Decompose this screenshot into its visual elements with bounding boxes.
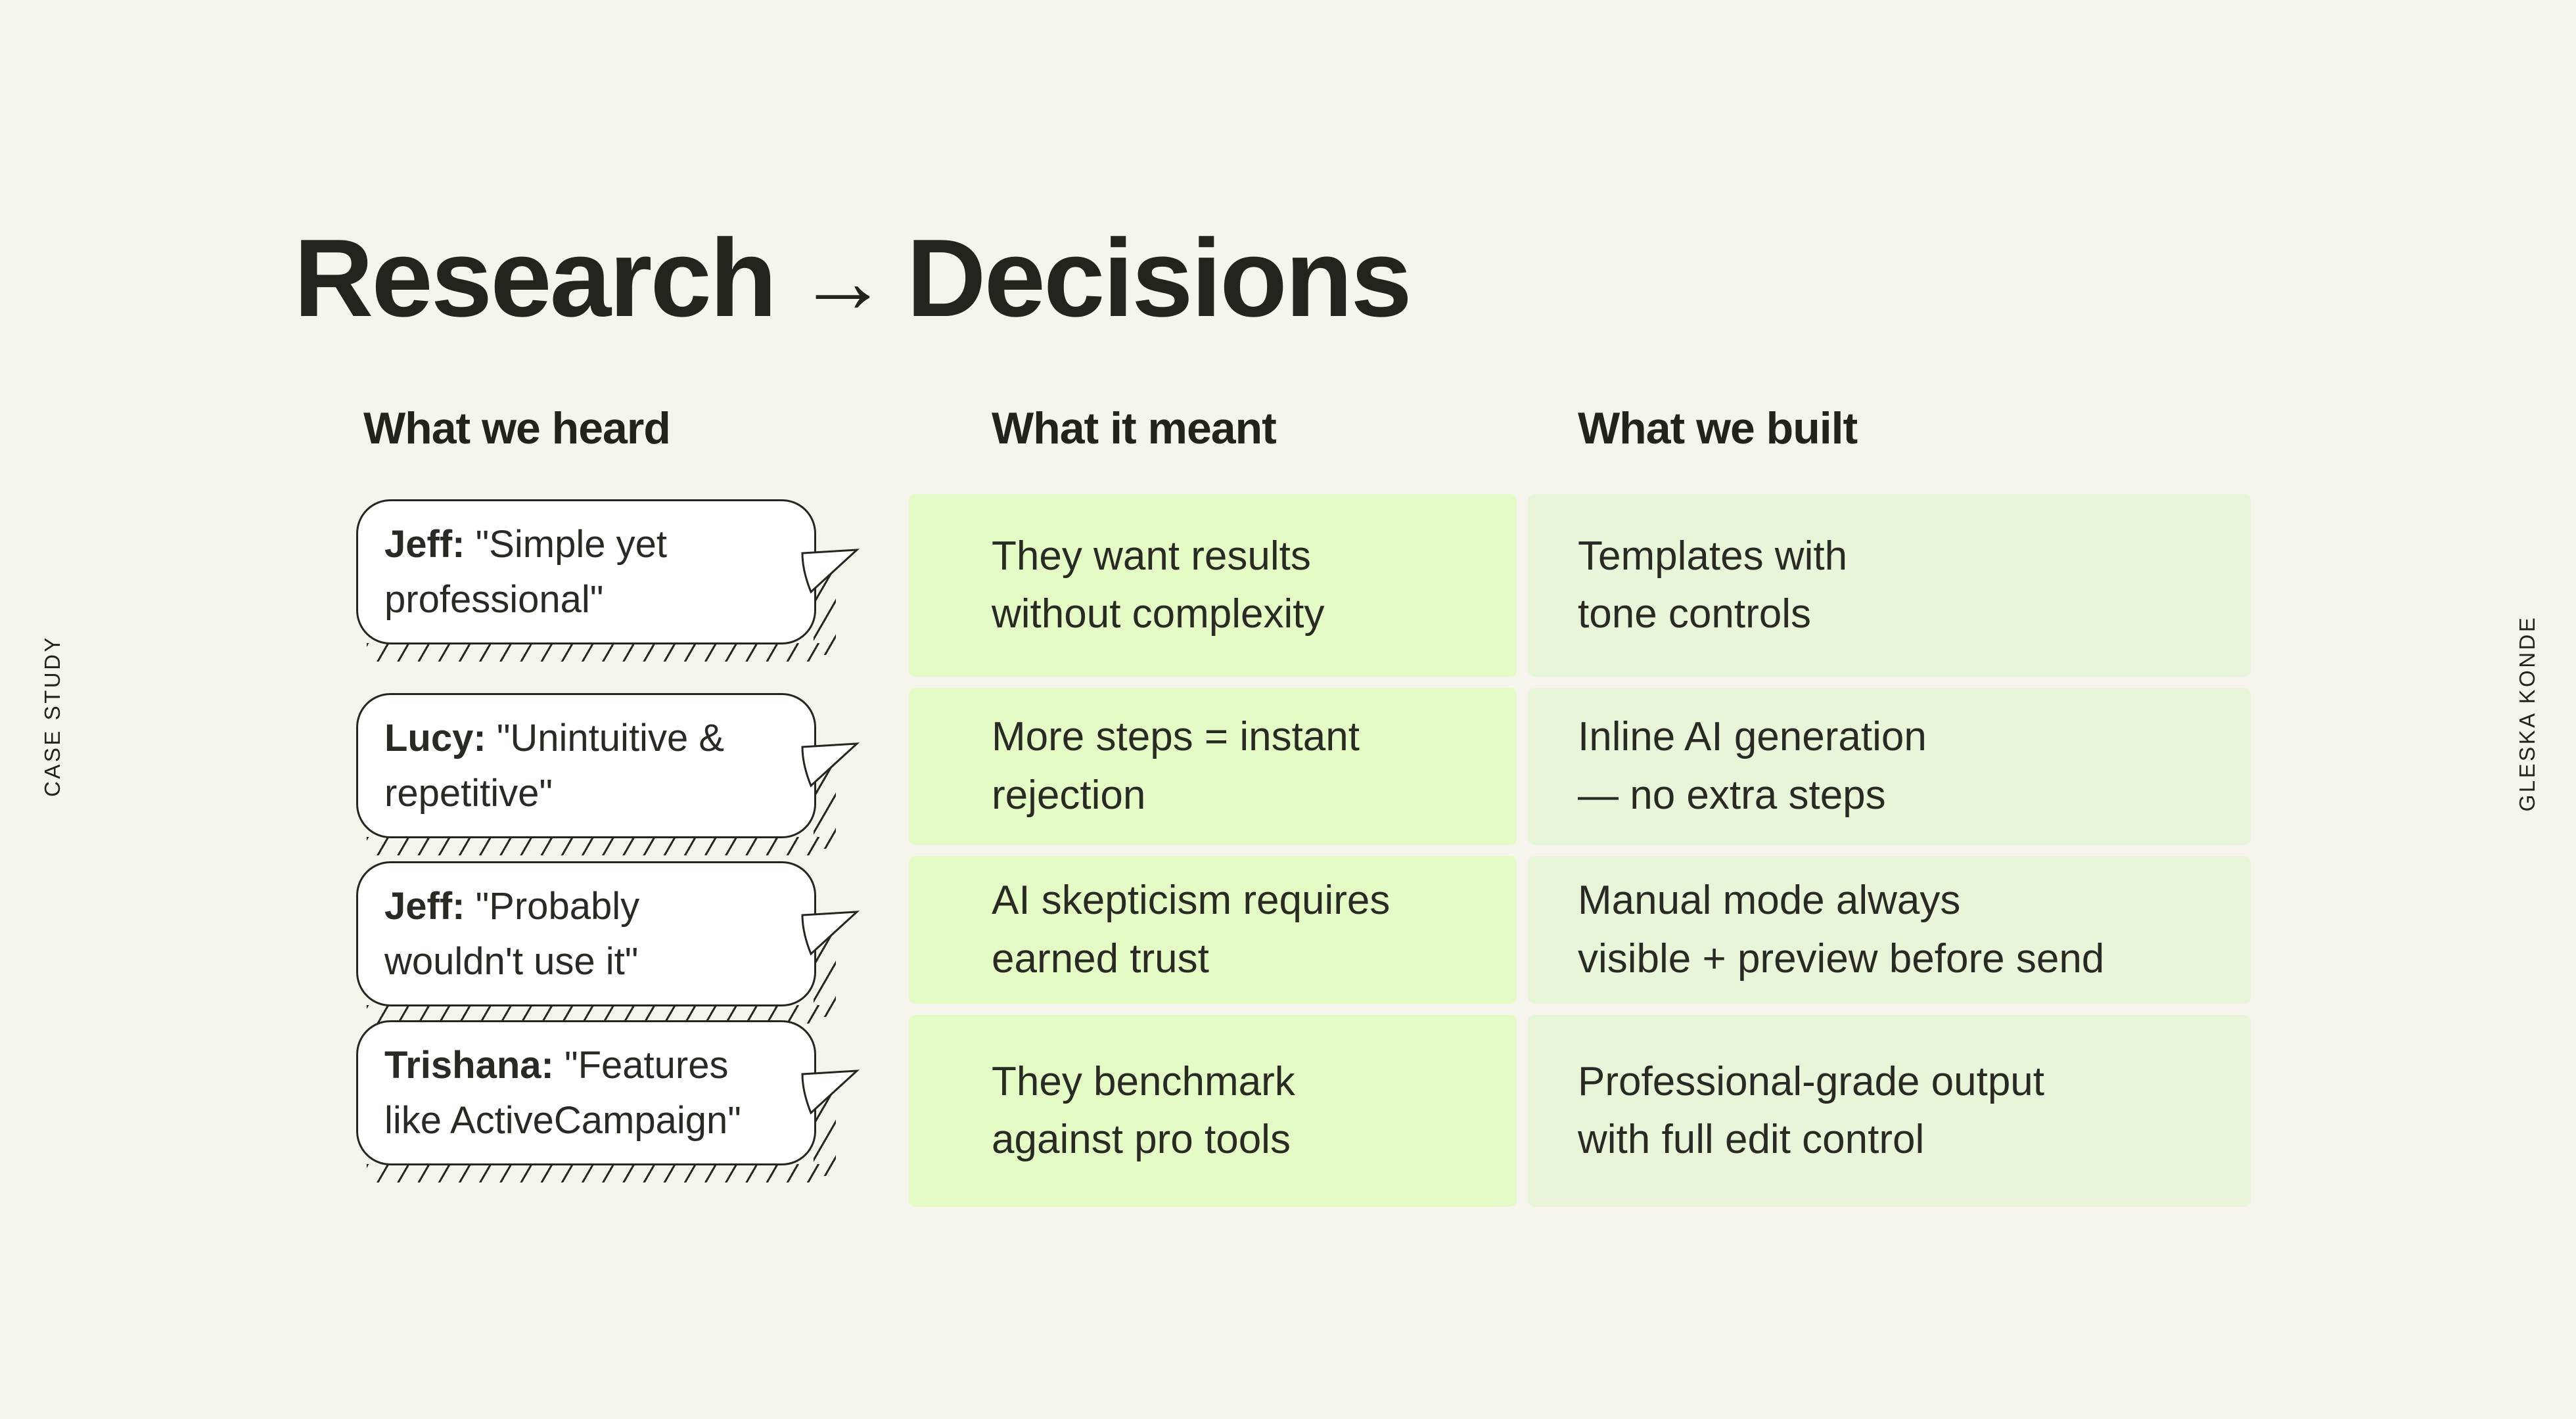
bubble-text: Jeff: "Probably wouldn't use it" <box>356 861 816 1007</box>
right-arrow-icon: → <box>797 230 888 332</box>
bubble-text: Jeff: "Simple yet professional" <box>356 499 816 645</box>
speaker-name: Jeff: <box>384 523 465 566</box>
meant-box-1: They want results without complexity <box>909 494 1517 677</box>
speaker-name: Jeff: <box>384 885 465 928</box>
built-text: Manual mode always visible + preview bef… <box>1578 878 2105 981</box>
bubble-tail-icon <box>801 549 860 594</box>
built-box-4: Professional-grade output with full edit… <box>1528 1015 2251 1207</box>
title-research: Research <box>294 215 777 340</box>
meant-text: More steps = instant rejection <box>992 714 1360 818</box>
meant-box-3: AI skepticism requires earned trust <box>909 856 1517 1004</box>
speech-bubble-jeff-1: Jeff: "Simple yet professional" <box>356 499 860 662</box>
side-label-case-study: CASE STUDY <box>40 635 64 797</box>
bubble-tail-icon <box>801 911 860 956</box>
built-box-3: Manual mode always visible + preview bef… <box>1528 856 2251 1004</box>
hatch-shadow-bottom <box>367 837 823 856</box>
built-box-2: Inline AI generation — no extra steps <box>1528 688 2251 845</box>
bubble-text: Lucy: "Unintuitive & repetitive" <box>356 693 816 839</box>
speech-bubble-jeff-2: Jeff: "Probably wouldn't use it" <box>356 861 860 1024</box>
bubble-tail-icon <box>801 742 860 788</box>
column-header-what-we-built: What we built <box>1578 403 1858 453</box>
title-decisions: Decisions <box>906 215 1412 340</box>
built-box-1: Templates with tone controls <box>1528 494 2251 677</box>
bubble-text: Trishana: "Features like ActiveCampaign" <box>356 1020 816 1166</box>
speaker-name: Lucy: <box>384 717 486 759</box>
page-title: Research→Decisions <box>294 219 1412 336</box>
meant-box-2: More steps = instant rejection <box>909 688 1517 845</box>
hatch-shadow-bottom <box>367 1164 823 1183</box>
column-header-what-it-meant: What it meant <box>992 403 1277 453</box>
built-text: Inline AI generation — no extra steps <box>1578 714 1927 818</box>
speaker-name: Trishana: <box>384 1044 554 1087</box>
meant-text: They want results without complexity <box>992 533 1325 637</box>
bubble-tail-icon <box>801 1070 860 1115</box>
meant-box-4: They benchmark against pro tools <box>909 1015 1517 1207</box>
built-text: Templates with tone controls <box>1578 533 1848 637</box>
speaker-quote: "Features like ActiveCampaign" <box>384 1044 741 1142</box>
speech-bubble-lucy: Lucy: "Unintuitive & repetitive" <box>356 693 860 856</box>
research-decisions-matrix: What we heard What it meant What we buil… <box>356 404 2251 1207</box>
speaker-quote: "Probably wouldn't use it" <box>384 885 640 983</box>
built-text: Professional-grade output with full edit… <box>1578 1058 2045 1162</box>
meant-text: AI skepticism requires earned trust <box>992 878 1391 981</box>
column-header-what-we-heard: What we heard <box>363 403 671 453</box>
speaker-quote: "Unintuitive & repetitive" <box>384 717 724 815</box>
speech-bubble-trishana: Trishana: "Features like ActiveCampaign" <box>356 1020 860 1183</box>
speaker-quote: "Simple yet professional" <box>384 523 667 621</box>
meant-text: They benchmark against pro tools <box>992 1058 1295 1162</box>
side-label-author: GLESKA KONDE <box>2515 615 2539 812</box>
hatch-shadow-bottom <box>367 643 823 662</box>
